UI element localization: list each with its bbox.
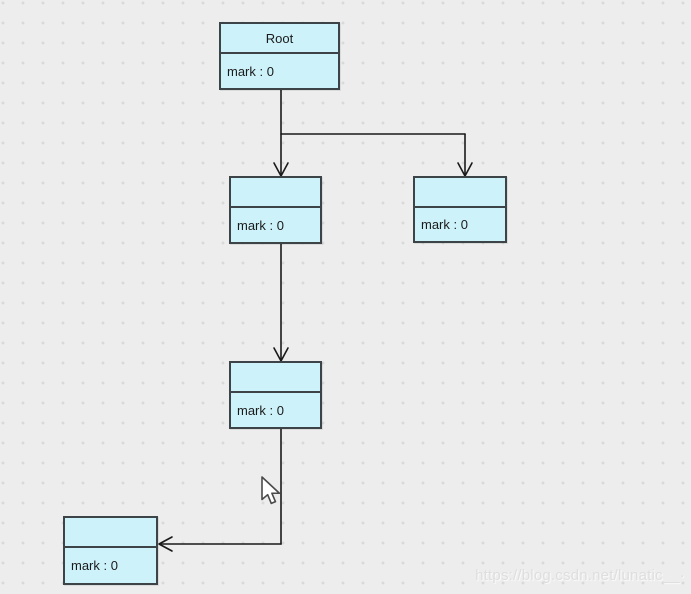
- edge-root-to-child-left[interactable]: [273, 89, 289, 177]
- node-child-left[interactable]: mark : 0: [229, 176, 322, 244]
- node-leaf-attribute: mark : 0: [71, 558, 118, 573]
- watermark-text: https://blog.csdn.net/lunatic__·: [475, 567, 685, 584]
- node-leaf[interactable]: mark : 0: [63, 516, 158, 585]
- arrowhead-left-icon: [158, 536, 173, 552]
- arrowhead-down-icon: [457, 162, 473, 177]
- arrowhead-down-icon: [273, 162, 289, 177]
- node-grandchild-attribute: mark : 0: [237, 402, 284, 418]
- edge-grandchild-to-leaf[interactable]: [158, 428, 282, 552]
- edge-child-left-to-grandchild[interactable]: [273, 243, 289, 362]
- node-root[interactable]: Root mark : 0: [219, 22, 340, 90]
- node-leaf-title: [65, 518, 156, 548]
- node-child-left-title: [231, 178, 320, 208]
- mouse-cursor-icon: [261, 476, 281, 505]
- edge-root-to-child-right[interactable]: [280, 133, 473, 177]
- node-grandchild[interactable]: mark : 0: [229, 361, 322, 429]
- arrowhead-down-icon: [273, 347, 289, 362]
- node-grandchild-title: [231, 363, 320, 393]
- node-child-right[interactable]: mark : 0: [413, 176, 507, 243]
- node-child-right-attribute: mark : 0: [421, 217, 468, 232]
- node-child-right-title: [415, 178, 505, 208]
- node-root-title: Root: [221, 24, 338, 54]
- node-child-left-attribute: mark : 0: [237, 217, 284, 233]
- node-root-attribute: mark : 0: [227, 63, 274, 79]
